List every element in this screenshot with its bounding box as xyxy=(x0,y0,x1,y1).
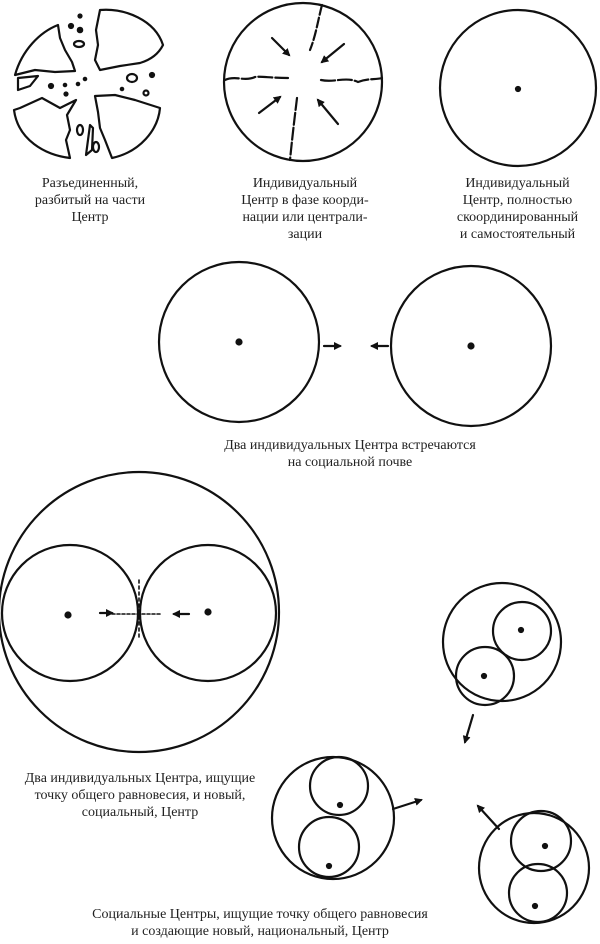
caption-line: и создающие новый, национальный, Центр xyxy=(131,924,389,939)
social-centers-national-figure xyxy=(270,581,591,925)
caption-two-centers-equilibrium: Два индивидуальных Центра, ищущие точку … xyxy=(0,770,280,821)
caption-coordinating-center: Индивидуальный Центр в фазе коорди- наци… xyxy=(220,175,390,243)
caption-coordinated-center: Индивидуальный Центр, полностью скоордин… xyxy=(435,175,600,243)
caption-social-centers-national: Социальные Центры, ищущие точку общего р… xyxy=(50,906,470,940)
caption-line: зации xyxy=(287,227,323,242)
caption-line: Социальные Центры, ищущие точку общего р… xyxy=(92,907,428,922)
caption-line: Индивидуальный xyxy=(252,176,358,191)
coordinated-center-figure xyxy=(438,8,598,168)
caption-line: Центр xyxy=(71,210,109,225)
caption-line: и самостоятельный xyxy=(459,227,576,242)
caption-line: нации или централи- xyxy=(242,210,368,225)
caption-line: Два индивидуальных Центра встречаются xyxy=(224,438,476,453)
fragmented-center-figure xyxy=(12,8,165,160)
caption-line: Индивидуальный xyxy=(465,176,570,191)
caption-two-centers-meet: Два индивидуальных Центра встречаются на… xyxy=(180,437,520,471)
caption-line: Разъединенный, xyxy=(41,176,139,191)
caption-line: Центр, полностью xyxy=(462,193,573,208)
caption-line: социальный, Центр xyxy=(81,805,199,820)
two-centers-equilibrium-figure xyxy=(0,470,281,754)
caption-line: Центр в фазе коорди- xyxy=(241,193,369,208)
caption-fragmented-center: Разъединенный, разбитый на части Центр xyxy=(0,175,180,226)
caption-line: на социальной почве xyxy=(287,455,413,470)
coordinating-center-figure xyxy=(222,1,384,163)
two-centers-meet-figure xyxy=(157,260,553,428)
caption-line: скоординированный xyxy=(456,210,579,225)
caption-line: разбитый на части xyxy=(34,193,146,208)
caption-line: точку общего равновесия, и новый, xyxy=(34,788,246,803)
caption-line: Два индивидуальных Центра, ищущие xyxy=(24,771,256,786)
